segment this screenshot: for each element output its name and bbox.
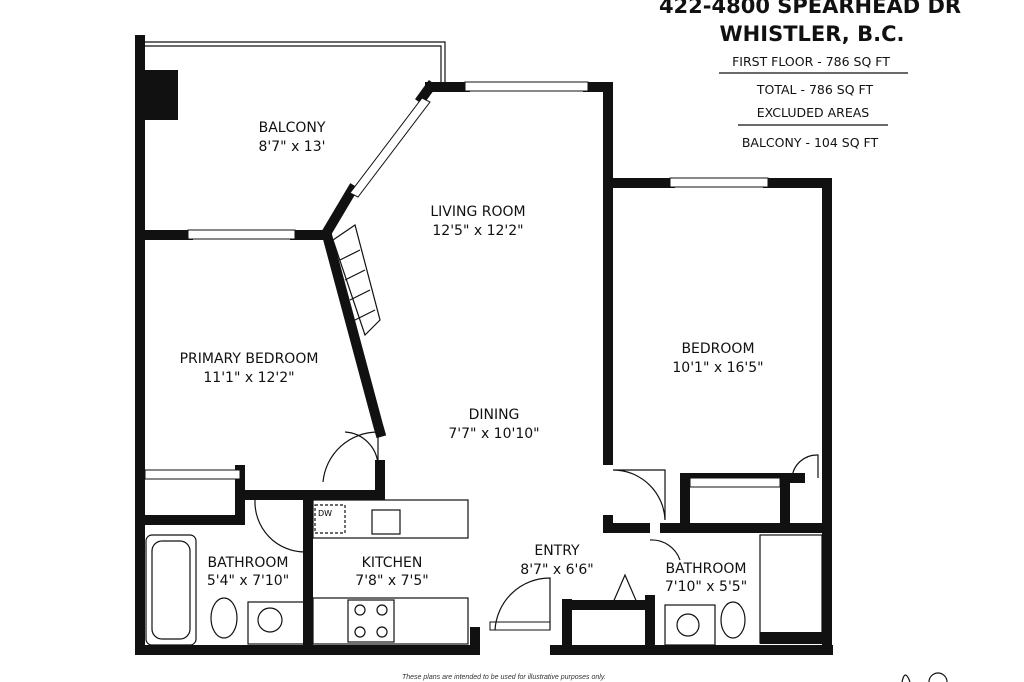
plan-header: 422-4800 SPEARHEAD DR WHISTLER, B.C. FIR… [659, 0, 961, 150]
window [187, 229, 296, 240]
entry-door[interactable] [494, 577, 551, 631]
bathtub [145, 534, 197, 646]
sink [676, 613, 700, 637]
fixtures: DW [145, 499, 823, 646]
room-name: KITCHEN [362, 555, 423, 571]
dishwasher-label: DW [318, 509, 332, 518]
room-dims: 7'7" x 10'10" [448, 426, 539, 442]
room-name: BEDROOM [681, 341, 754, 357]
kitchen-counter [312, 499, 469, 539]
address-line2: WHISTLER, B.C. [720, 22, 905, 46]
kitchen-sink [371, 509, 401, 535]
vanity [664, 604, 716, 646]
fireplace [332, 224, 381, 337]
windows [144, 81, 781, 631]
disclaimer: These plans are intended to be used for … [402, 674, 606, 681]
excluded-areas-heading: EXCLUDED AREAS [757, 105, 870, 120]
window [144, 469, 241, 480]
room-dims: 12'5" x 12'2" [432, 223, 523, 239]
window [464, 81, 589, 92]
door [612, 469, 666, 521]
room-name: PRIMARY BEDROOM [180, 351, 319, 367]
room-dims: 8'7" x 13' [259, 139, 326, 155]
closet-door [791, 454, 819, 479]
door [344, 431, 379, 466]
room-dims: 7'10" x 5'5" [665, 579, 747, 595]
room-name: BALCONY [259, 120, 326, 136]
window [669, 177, 769, 188]
room-name: BATHROOM [665, 561, 746, 577]
balcony-area: BALCONY - 104 SQ FT [742, 135, 879, 150]
room-dims: 10'1" x 16'5" [672, 360, 763, 376]
room-name: ENTRY [534, 543, 580, 559]
total-area: TOTAL - 786 SQ FT [756, 82, 874, 97]
vanity [247, 601, 305, 645]
window [349, 97, 431, 198]
kitchen-lower-counter [312, 597, 469, 645]
first-floor-area: FIRST FLOOR - 786 SQ FT [732, 54, 890, 69]
toilet [720, 601, 746, 639]
sink [257, 607, 283, 633]
room-name: BATHROOM [207, 555, 288, 571]
room-labels: BALCONY 8'7" x 13' LIVING ROOM 12'5" x 1… [180, 120, 764, 595]
stove [347, 599, 395, 643]
dishwasher [314, 504, 346, 534]
doors [254, 431, 819, 631]
window [689, 477, 781, 488]
door [254, 499, 306, 553]
door [322, 431, 379, 483]
walls [135, 35, 833, 655]
room-dims: 8'7" x 6'6" [520, 562, 593, 578]
compass-icon [901, 672, 948, 682]
room-dims: 11'1" x 12'2" [203, 370, 294, 386]
closet-marker [611, 573, 639, 606]
toilet [210, 597, 238, 639]
room-name: DINING [469, 407, 520, 423]
room-dims: 5'4" x 7'10" [207, 573, 289, 589]
room-dims: 7'8" x 7'5" [355, 573, 428, 589]
entry-door-threshold [489, 621, 551, 631]
door [649, 539, 681, 561]
column [140, 70, 178, 120]
room-name: LIVING ROOM [430, 204, 525, 220]
shower [759, 534, 823, 644]
address-line1: 422-4800 SPEARHEAD DR [659, 0, 961, 18]
